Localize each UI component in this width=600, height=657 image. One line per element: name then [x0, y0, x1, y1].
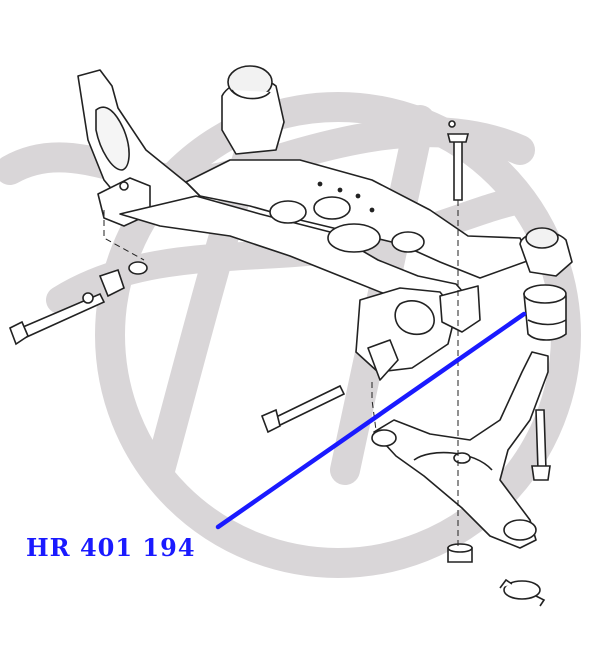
retaining-clip [499, 578, 546, 607]
center-bolt [260, 384, 346, 434]
vertical-bolt [446, 120, 470, 201]
left-bushing-assembly [8, 261, 148, 346]
front-subframe [77, 65, 573, 381]
leader-line [215, 311, 527, 530]
lower-nut [447, 543, 473, 563]
lower-control-arm [371, 351, 549, 549]
front-bushing-highlighted [523, 284, 567, 341]
lower-vertical-bolt [531, 409, 551, 481]
assembly-guide-lines [103, 200, 459, 546]
part-number-label: HR 401 194 [26, 533, 196, 562]
